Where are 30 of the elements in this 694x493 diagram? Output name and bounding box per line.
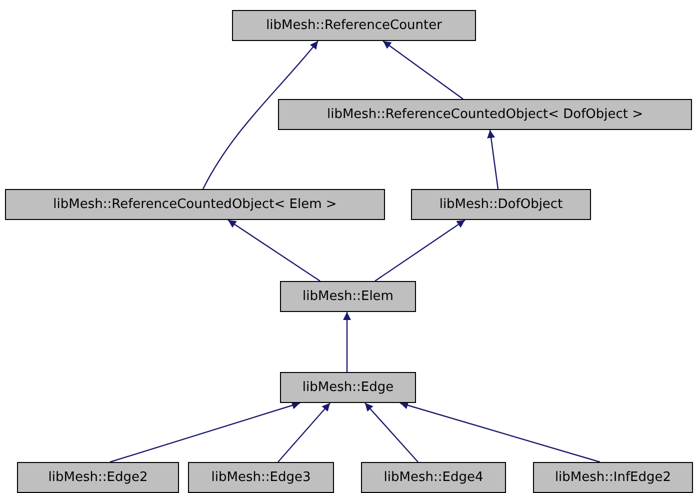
inheritance-arrow [382, 40, 464, 100]
class-name: libMesh::Elem [302, 289, 394, 304]
inheritance-arrow [110, 402, 300, 463]
class-name: libMesh::DofObject [439, 197, 563, 212]
class-box [188, 462, 334, 493]
inheritance-arrow [343, 312, 351, 372]
inheritance-arrow [228, 220, 320, 282]
class-box [280, 281, 416, 312]
class-name: libMesh::InfEdge2 [554, 470, 672, 485]
inheritance-arrow [364, 402, 418, 462]
class-box [361, 462, 506, 493]
class-name: libMesh::ReferenceCounter [266, 18, 442, 33]
inheritance-arrow [202, 40, 318, 190]
class-box [17, 462, 179, 493]
class-name: libMesh::Edge2 [48, 470, 148, 485]
class-name: libMesh::ReferenceCountedObject< DofObject > [326, 107, 644, 122]
inheritance-arrow [487, 130, 499, 190]
class-name: libMesh::Edge3 [211, 470, 311, 485]
class-name: libMesh::Edge [302, 380, 394, 395]
class-box [5, 189, 385, 220]
inheritance-arrow [374, 220, 466, 282]
class-box [278, 99, 692, 130]
class-box [232, 10, 476, 41]
class-box [411, 189, 591, 220]
inheritance-arrow [278, 402, 330, 462]
inheritance-arrow [400, 401, 600, 463]
class-box [533, 462, 693, 493]
class-name: libMesh::ReferenceCountedObject< Elem > [53, 197, 337, 212]
class-box [280, 372, 416, 403]
class-name: libMesh::Edge4 [384, 470, 484, 485]
